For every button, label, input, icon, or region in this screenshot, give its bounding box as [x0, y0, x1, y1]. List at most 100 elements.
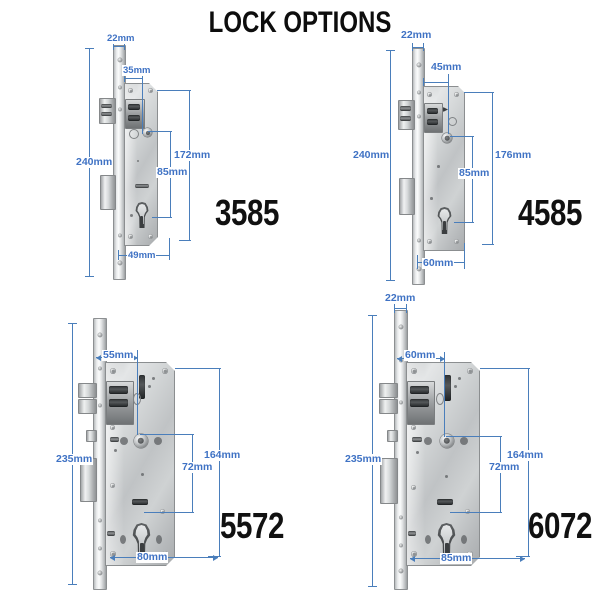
- body-slot: [132, 499, 148, 505]
- faceplate-screw-hole: [417, 115, 420, 118]
- dim-label-22mm: 22mm: [400, 29, 433, 41]
- dim-line-72mm: [192, 434, 193, 512]
- latch-bolt-upper: [379, 383, 398, 398]
- rivet: [156, 535, 162, 544]
- auxiliary-bolt: [387, 430, 398, 442]
- dim-line-35mm: [124, 78, 143, 79]
- dead-bolt: [399, 178, 415, 215]
- dim-label-240mm: 240mm: [352, 149, 391, 161]
- page-title: LOCK OPTIONS: [208, 6, 392, 39]
- mechanism-slot: [128, 104, 140, 110]
- lock-body: [406, 362, 480, 566]
- dim-line-235mm: [372, 315, 373, 587]
- dim-line-164mm: [528, 368, 529, 556]
- faceplate-screw-hole: [399, 544, 403, 547]
- screw-post: [162, 368, 168, 374]
- dim-label-172mm: 172mm: [173, 149, 212, 161]
- keyhole-inner: [137, 204, 147, 224]
- dim-tick: [450, 512, 502, 513]
- dim-label-22mm: 22mm: [106, 33, 136, 44]
- faceplate-screw-hole: [417, 91, 420, 94]
- dim-tick: [454, 222, 474, 223]
- dim-label-164mm: 164mm: [203, 449, 242, 461]
- screw-post: [128, 234, 133, 239]
- screw-post: [148, 88, 153, 93]
- screw-post: [110, 425, 115, 430]
- dim-tick: [85, 48, 94, 49]
- dim-label-55mm: 55mm: [102, 349, 135, 361]
- dim-label-235mm: 235mm: [344, 453, 383, 465]
- dim-arrow: [110, 554, 115, 561]
- dim-tick: [386, 50, 395, 51]
- dim-tick: [157, 90, 191, 91]
- body-slot: [408, 531, 416, 536]
- cam: [445, 543, 449, 559]
- dim-label-85mm: 85mm: [440, 552, 473, 564]
- dim-label-22mm: 22mm: [384, 292, 417, 304]
- dead-bolt: [100, 175, 116, 210]
- rivet: [141, 473, 144, 476]
- dim-tick: [412, 43, 413, 51]
- dim-tick: [368, 315, 377, 316]
- dim-line-240mm: [390, 50, 391, 280]
- dim-tick: [394, 304, 395, 313]
- rivet: [424, 437, 432, 445]
- latch-bolt-lower: [379, 399, 398, 414]
- mechanism-slot: [427, 108, 438, 114]
- faceplate-screw-hole: [98, 571, 102, 575]
- dim-tick: [68, 584, 77, 585]
- rivet: [137, 160, 139, 162]
- lock-body: [124, 83, 158, 246]
- dim-tick: [140, 434, 194, 435]
- rivet: [445, 475, 448, 478]
- screw-post: [148, 234, 153, 239]
- dim-label-80mm: 80mm: [136, 551, 169, 563]
- faceplate-screw-hole: [117, 261, 122, 265]
- handle-spindle-hole: [442, 133, 452, 143]
- faceplate-screw-hole: [399, 569, 403, 573]
- dim-line-22mm: [113, 46, 125, 47]
- dim-arrow: [520, 555, 525, 562]
- dim-tick: [118, 250, 119, 260]
- dim-ext-45mm: [448, 74, 449, 134]
- body-slot: [412, 437, 422, 442]
- dim-label-72mm: 72mm: [488, 461, 521, 473]
- dim-line-176mm: [492, 92, 493, 244]
- latch-slot: [400, 106, 411, 111]
- dim-ext-60mm: [444, 352, 445, 437]
- dim-arrow: [213, 554, 218, 561]
- latch-slot: [101, 104, 112, 108]
- latch-slot: [400, 116, 411, 121]
- dim-label-45mm: 45mm: [430, 61, 463, 73]
- dim-tick: [124, 74, 125, 82]
- faceplate-screw-hole: [98, 519, 102, 522]
- faceplate-screw-hole: [417, 239, 420, 242]
- dim-tick: [144, 512, 194, 513]
- lock-6072: 22mm 60mm 235mm 164mm 72mm 85mm 6072: [300, 290, 600, 600]
- body-slot: [135, 184, 149, 188]
- dim-ext-35mm: [142, 74, 143, 134]
- lock-5572: 55mm 235mm 164mm 72mm 80mm 5572: [0, 290, 300, 600]
- dim-tick: [124, 42, 125, 50]
- screw-post: [454, 239, 459, 244]
- faceplate-screw-hole: [399, 516, 403, 519]
- cam: [443, 221, 446, 233]
- dim-label-35mm: 35mm: [122, 65, 152, 76]
- latch-slot: [101, 112, 112, 116]
- screw-post: [427, 239, 432, 244]
- rivet: [120, 535, 126, 544]
- dim-tick: [406, 304, 407, 313]
- lock-body: [105, 362, 175, 566]
- body-slot: [437, 499, 453, 505]
- dim-tick: [113, 42, 114, 50]
- rivet: [454, 385, 457, 388]
- screw-post: [454, 92, 459, 97]
- screw-post: [110, 551, 116, 557]
- dim-arrow: [440, 355, 445, 362]
- dim-tick: [464, 243, 465, 269]
- dim-label-85mm: 85mm: [458, 167, 491, 179]
- dim-label-240mm: 240mm: [75, 156, 114, 168]
- dim-tick: [179, 240, 191, 241]
- rivet: [458, 377, 461, 380]
